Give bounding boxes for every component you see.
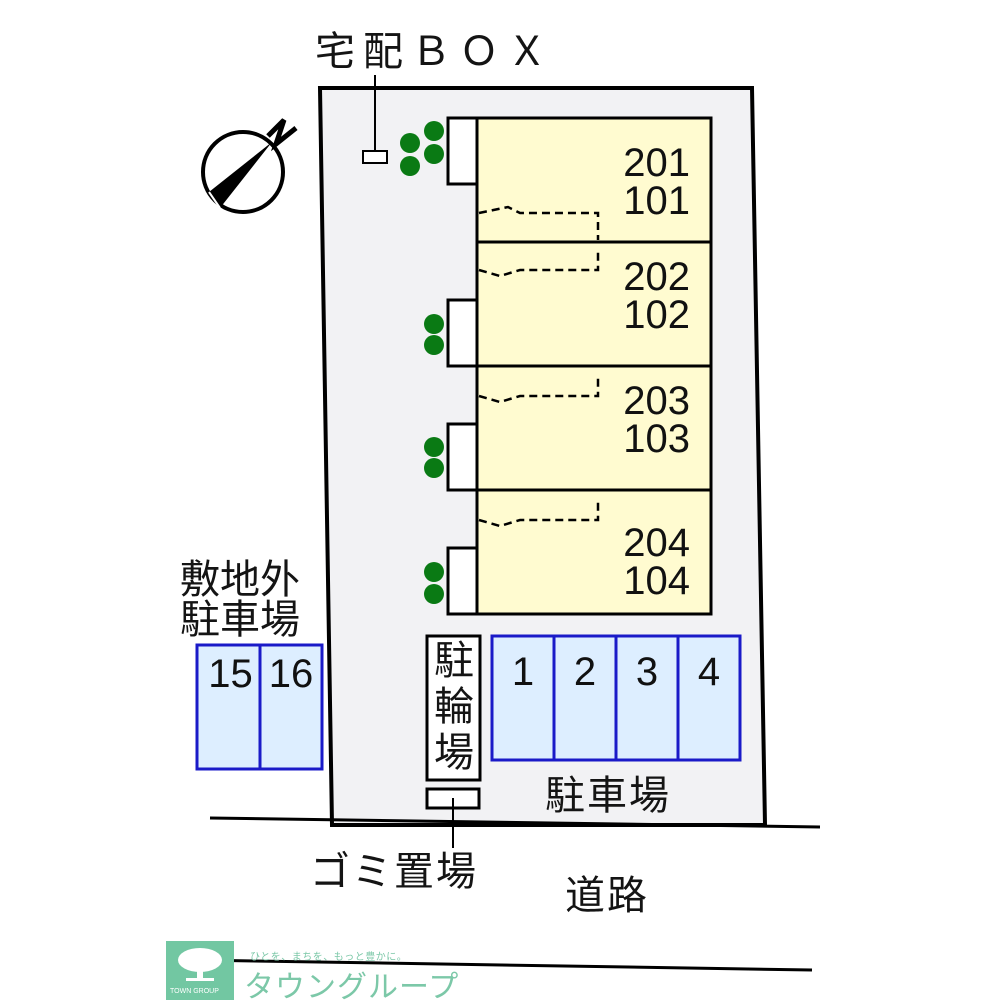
unit-2-block	[475, 240, 713, 368]
bicycle-parking-char: 駐	[434, 638, 474, 684]
tree-icon	[424, 314, 444, 334]
tree-icon	[424, 144, 444, 164]
building	[446, 116, 713, 616]
road-label: 道路	[565, 873, 649, 919]
footer-tagline: ひとを、まちを、もっと豊かに。	[250, 952, 408, 963]
offsite-parking-area	[195, 643, 324, 771]
unit-upper-number: 204	[623, 521, 690, 565]
unit-lower-number: 101	[623, 179, 690, 223]
porch-2	[446, 298, 479, 368]
offsite-space-15: 15	[208, 652, 253, 696]
unit-upper-number: 201	[623, 141, 690, 185]
unit-2-label: 202 102	[580, 255, 690, 337]
stair-outline-4	[478, 498, 600, 528]
porch-3	[446, 422, 479, 492]
stair-outline-3	[478, 374, 600, 404]
offsite-space-16: 16	[268, 652, 314, 696]
parking-area	[490, 634, 742, 762]
tree-icon	[424, 562, 444, 582]
unit-3-label: 203 103	[580, 379, 690, 461]
stair-outline-1	[478, 205, 600, 240]
footer-brand: タウングループ	[244, 970, 460, 1005]
trees	[400, 121, 444, 604]
unit-lower-number: 104	[623, 559, 690, 603]
bicycle-parking-char: 場	[434, 730, 474, 776]
logo-tree-icon	[178, 948, 222, 981]
unit-upper-number: 203	[623, 379, 690, 423]
tree-icon	[424, 458, 444, 478]
parking-label: 駐車場	[545, 773, 671, 819]
unit-lower-number: 103	[623, 417, 690, 461]
garbage-label: ゴミ置場	[310, 849, 478, 895]
tree-icon	[424, 121, 444, 141]
tree-icon	[400, 133, 420, 153]
unit-4-label: 204 104	[580, 521, 690, 603]
parking-space-2: 2	[573, 650, 597, 694]
tree-icon	[424, 584, 444, 604]
delivery-box	[362, 150, 388, 164]
porch-4	[446, 546, 479, 616]
tree-icon	[400, 156, 420, 176]
tree-icon	[424, 335, 444, 355]
bicycle-parking-box	[425, 634, 482, 782]
stair-outline-2	[478, 248, 600, 278]
compass-icon	[201, 118, 298, 214]
parking-space-1: 1	[511, 650, 535, 694]
road-far-line	[194, 958, 813, 972]
offsite-parking-label-line1: 敷地外	[180, 557, 300, 603]
unit-lower-number: 102	[623, 293, 690, 337]
porch-1	[446, 116, 479, 186]
offsite-parking-label-line2: 駐車場	[180, 597, 300, 643]
logo-text: TOWN GROUP	[170, 988, 219, 995]
bicycle-parking-char: 輪	[434, 684, 474, 730]
bicycle-parking-label: 駐 輪 場	[427, 638, 481, 776]
parking-space-3: 3	[635, 650, 659, 694]
parking-space-4: 4	[697, 650, 721, 694]
unit-1-block	[475, 116, 713, 244]
tree-icon	[424, 437, 444, 457]
road-edge-line	[209, 816, 821, 829]
unit-1-label: 201 101	[580, 141, 690, 223]
delivery-box-label: 宅配ＢＯＸ	[315, 29, 555, 75]
unit-upper-number: 202	[623, 255, 690, 299]
north-arrow-n-icon	[266, 118, 298, 152]
